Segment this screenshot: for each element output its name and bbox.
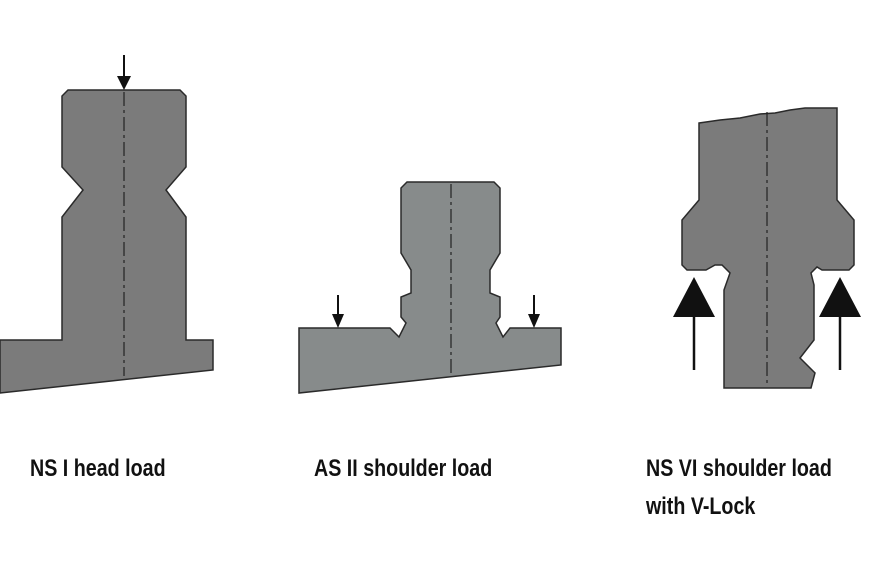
ns1-load-arrow-icon (117, 55, 131, 90)
as2-label: AS II shoulder load (314, 455, 493, 482)
ns6-profile (673, 107, 861, 389)
ns1-profile (0, 55, 214, 394)
as2-load-arrow-left-icon (332, 295, 344, 328)
ns6-load-arrow-left-icon (673, 277, 715, 370)
ns6-label-line2: with V-Lock (646, 493, 756, 520)
ns1-label: NS I head load (30, 455, 166, 482)
as2-profile (298, 181, 562, 394)
ns6-label-line1: NS VI shoulder load (646, 455, 832, 482)
as2-load-arrow-right-icon (528, 295, 540, 328)
ns6-load-arrow-right-icon (819, 277, 861, 370)
